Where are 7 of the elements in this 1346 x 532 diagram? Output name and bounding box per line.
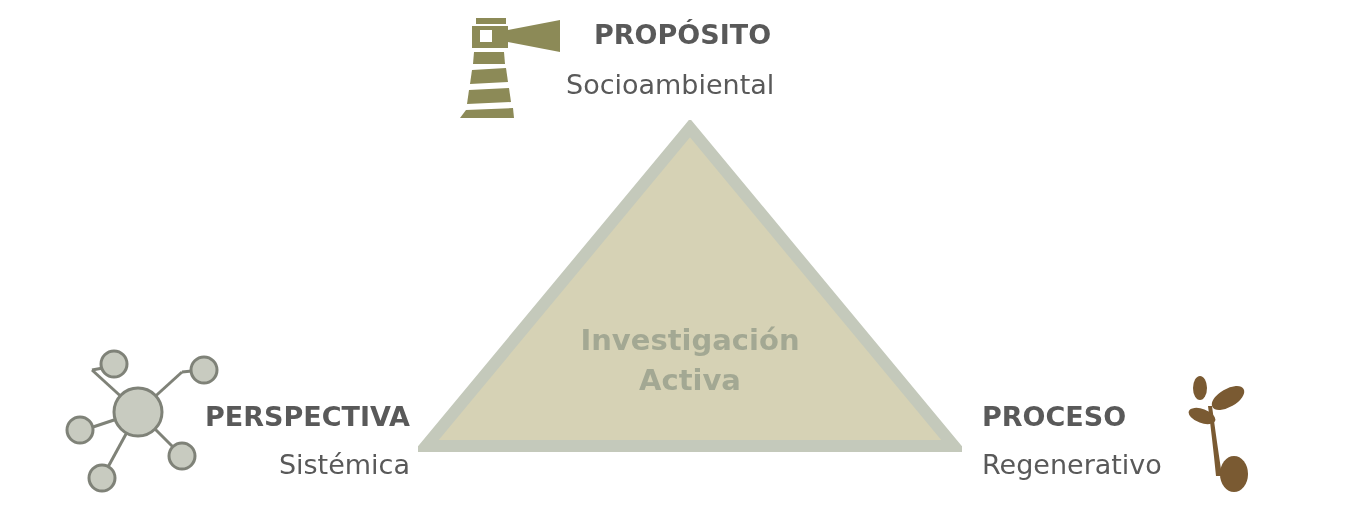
triangle — [418, 120, 962, 454]
heading: PROPÓSITO — [594, 18, 772, 52]
subheading: Socioambiental — [566, 68, 775, 102]
heading: PROCESO — [982, 400, 1127, 434]
subheading: Sistémica — [278, 448, 410, 482]
subheading: Regenerativo — [982, 448, 1162, 482]
heading: PERSPECTIVA — [205, 400, 410, 434]
